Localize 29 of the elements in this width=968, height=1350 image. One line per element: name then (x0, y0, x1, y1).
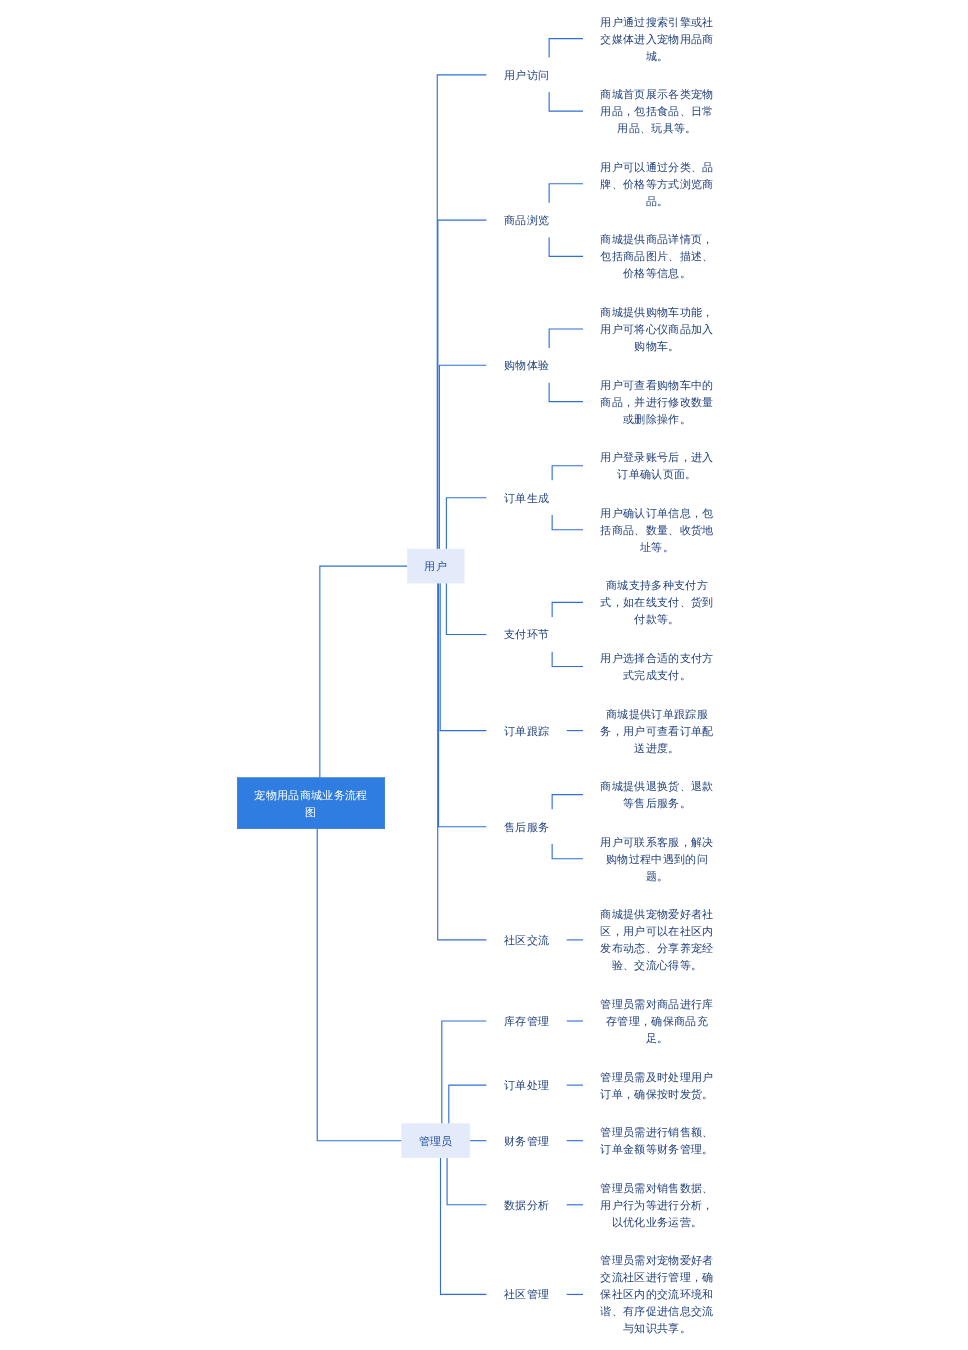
connector (319, 565, 408, 779)
connector (439, 582, 488, 732)
connector (548, 236, 584, 257)
connector (438, 582, 488, 828)
connector (438, 364, 488, 550)
connector (316, 828, 403, 1142)
connector (448, 1084, 488, 1125)
connector (548, 38, 584, 59)
connector (446, 1157, 488, 1206)
connector (551, 465, 584, 482)
connector (565, 939, 584, 941)
connector (548, 91, 584, 112)
connector (445, 582, 488, 635)
connector (548, 381, 584, 403)
connector (551, 601, 584, 618)
connector (445, 497, 488, 550)
connector (551, 650, 584, 668)
connector (548, 183, 584, 204)
connector (548, 328, 584, 349)
connector (439, 1157, 488, 1295)
connector (565, 1020, 584, 1022)
connector (437, 219, 488, 550)
connector (437, 582, 488, 941)
connector (551, 843, 584, 860)
connector (551, 794, 584, 811)
connector (441, 1020, 488, 1125)
connector (436, 74, 488, 550)
connector (565, 1084, 584, 1086)
connector (551, 514, 584, 531)
